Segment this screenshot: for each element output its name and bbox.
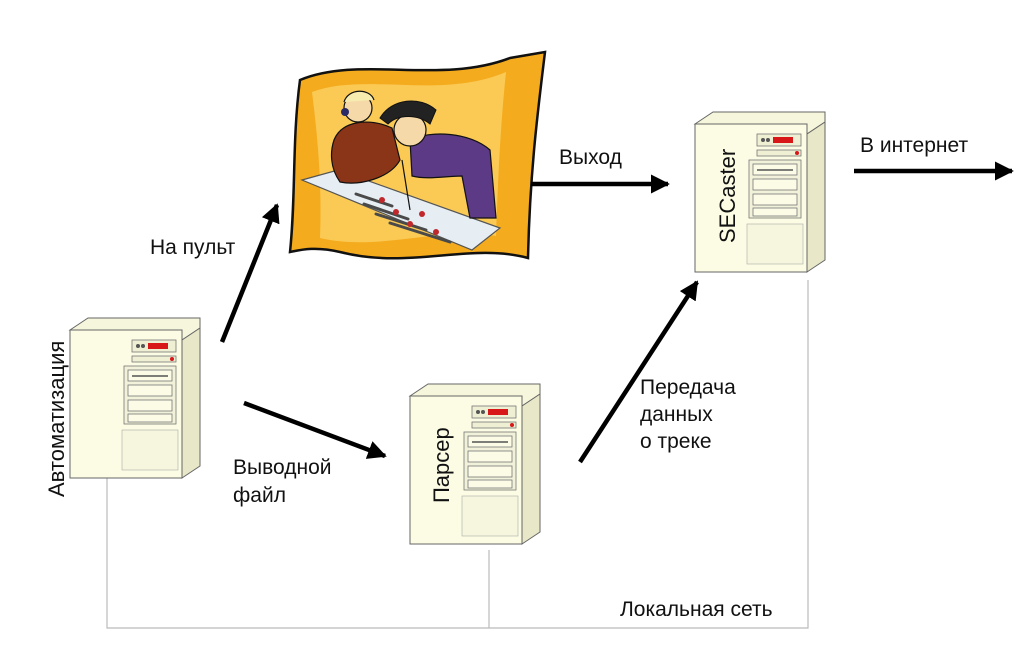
mixing-console-illustration bbox=[288, 50, 547, 260]
secaster-server-label: SECaster bbox=[715, 149, 740, 243]
label-track-data-line3: о треке bbox=[640, 430, 712, 453]
label-vyvodnoy-file-line2: файл bbox=[233, 484, 286, 507]
arrows bbox=[219, 161, 1014, 464]
automation-server-label: Автоматизация bbox=[44, 341, 69, 497]
automation-server bbox=[69, 317, 201, 479]
label-na-pult: На пульт bbox=[150, 236, 236, 259]
arrow-output-file bbox=[243, 400, 387, 459]
local-network-lines bbox=[106, 280, 809, 629]
arrow-to-console bbox=[219, 203, 280, 343]
label-v-internet: В интернет bbox=[860, 134, 968, 157]
label-track-data-line1: Передача bbox=[640, 376, 736, 399]
parser-server-label: Парсер bbox=[429, 427, 454, 503]
label-local-network: Локальная сеть bbox=[620, 598, 773, 621]
arrow-track-data bbox=[578, 280, 699, 464]
label-vyvodnoy-file-line1: Выводной bbox=[233, 456, 332, 479]
label-vykhod: Выход bbox=[559, 146, 622, 169]
label-track-data-line2: данных bbox=[640, 403, 713, 426]
